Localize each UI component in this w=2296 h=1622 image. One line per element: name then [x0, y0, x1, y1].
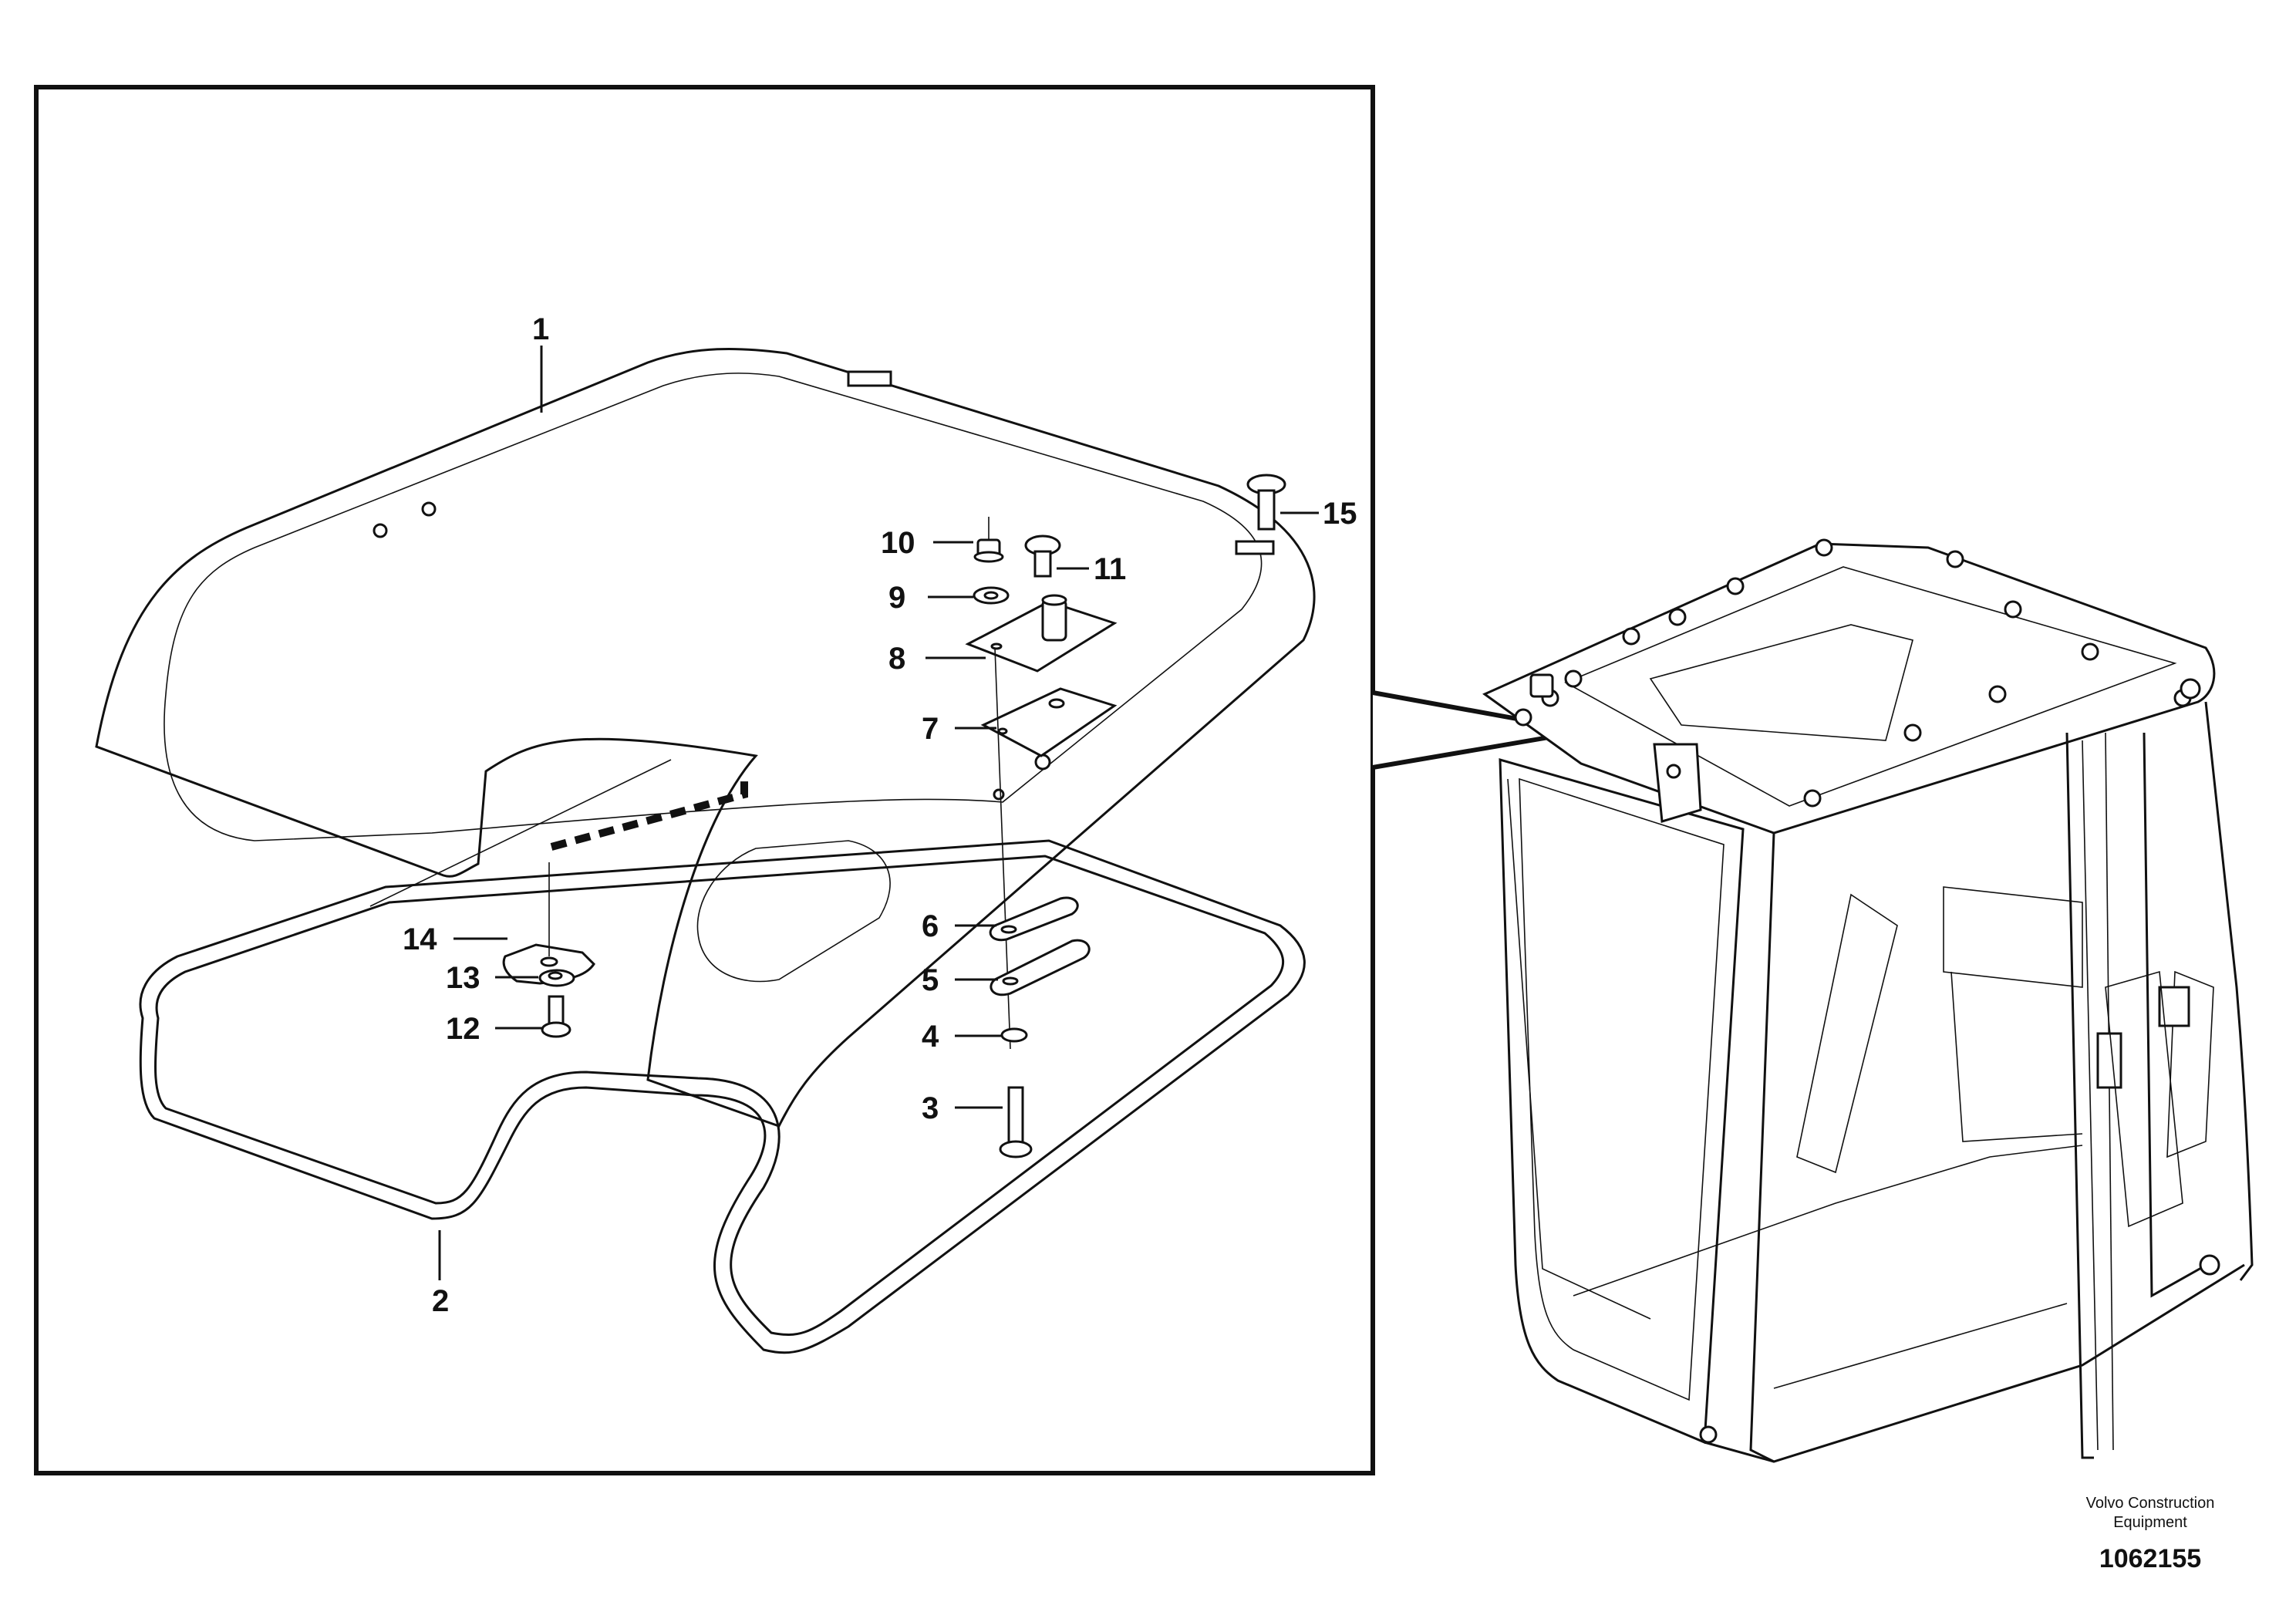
callout-11: 11 — [1094, 552, 1126, 586]
callout-2: 2 — [432, 1284, 449, 1318]
callout-12: 12 — [446, 1012, 480, 1046]
callout-6: 6 — [922, 909, 939, 943]
callout-1: 1 — [532, 312, 549, 346]
hardware-left — [502, 862, 595, 1038]
part-1-roof-panel — [95, 347, 1316, 1128]
brand-line-2: Equipment — [2113, 1514, 2187, 1531]
callouts: 1 2 3 4 5 6 7 8 9 10 11 12 13 14 15 — [403, 312, 1357, 1318]
callout-4: 4 — [922, 1020, 939, 1054]
footer: Volvo Construction Equipment 1062155 — [2086, 1495, 2215, 1573]
callout-13: 13 — [446, 961, 480, 995]
callout-7: 7 — [922, 712, 939, 746]
document-number: 1062155 — [2099, 1544, 2201, 1573]
leader-lines — [438, 346, 1319, 1280]
callout-10: 10 — [881, 526, 915, 560]
hardware-stack — [965, 474, 1286, 1158]
callout-14: 14 — [403, 922, 437, 956]
callout-9: 9 — [888, 581, 905, 615]
callout-15: 15 — [1323, 497, 1357, 531]
brand-line-1: Volvo Construction — [2086, 1495, 2215, 1512]
callout-3: 3 — [922, 1091, 939, 1125]
callout-8: 8 — [888, 642, 905, 676]
cab-overview — [1482, 538, 2254, 1463]
callout-5: 5 — [922, 963, 939, 997]
detail-frame — [34, 85, 1375, 1475]
part-2-seal — [139, 759, 1306, 1354]
hidden-edge — [550, 781, 748, 851]
